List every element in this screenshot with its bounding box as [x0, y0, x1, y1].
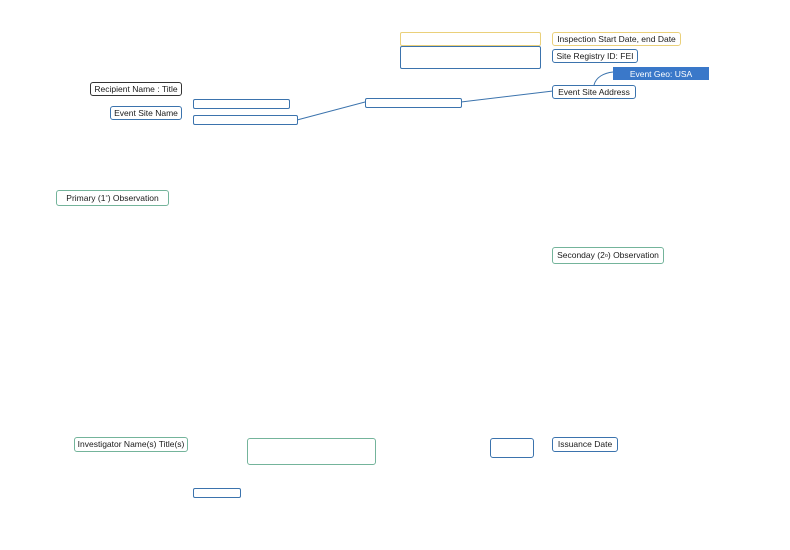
site-registry-label: Site Registry ID: FEI — [552, 49, 638, 63]
event-site-name-label: Event Site Name — [110, 106, 182, 120]
issuance-date-label: Issuance Date — [552, 437, 618, 452]
primary-observation-label: Primary (1°) Observation — [56, 190, 169, 206]
recipient-name-title-label: Recipient Name : Title — [90, 82, 182, 96]
recipient-name-field[interactable] — [193, 99, 290, 109]
event-geo-label: Event Geo: USA — [613, 67, 709, 80]
connector-address-to-geo — [593, 71, 614, 86]
inspection-date-field[interactable] — [400, 32, 541, 46]
event-site-address-label: Event Site Address — [552, 85, 636, 99]
secondary-observation-text: Seconday (2 — [557, 250, 605, 261]
investigator-names-label: Investigator Name(s) Title(s) — [74, 437, 188, 452]
issuance-date-field[interactable] — [490, 438, 534, 458]
bottom-small-field[interactable] — [193, 488, 241, 498]
primary-observation-suffix: ) Observation — [107, 192, 159, 203]
inspection-dates-label: Inspection Start Date, end Date — [552, 32, 681, 46]
primary-observation-text: Primary (1 — [66, 192, 106, 203]
investigator-names-field[interactable] — [247, 438, 376, 465]
event-site-name-field[interactable] — [193, 115, 298, 125]
middle-address-field[interactable] — [365, 98, 462, 108]
secondary-observation-suffix: ) Observation — [607, 250, 659, 261]
site-registry-field[interactable] — [400, 46, 541, 69]
